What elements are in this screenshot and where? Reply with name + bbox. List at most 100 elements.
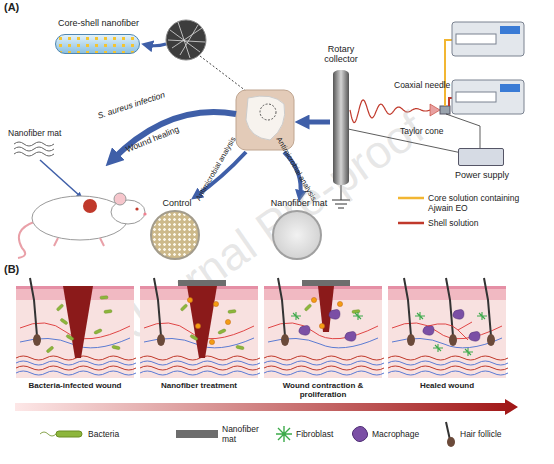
art-path	[433, 344, 443, 352]
art-svg	[16, 286, 134, 378]
art-path	[445, 40, 452, 106]
art-ellipse	[407, 334, 415, 346]
skin-illustration	[388, 286, 506, 378]
art-path	[18, 222, 34, 258]
art-rect	[452, 22, 524, 56]
art-rect	[304, 304, 312, 312]
art-rect	[218, 329, 227, 335]
art-circle	[187, 297, 192, 302]
art-polygon	[318, 286, 334, 332]
art-path	[291, 312, 301, 320]
art-path	[154, 278, 161, 336]
art-path	[40, 160, 80, 196]
art-rect	[190, 334, 198, 341]
legend-text: Core solution containing Ajwain EO	[428, 193, 540, 213]
diagram-node: Core-shell nanofiber	[55, 34, 140, 54]
art-path	[446, 114, 480, 148]
annotation-label: Nanofiber mat	[8, 128, 61, 138]
art-path	[352, 426, 367, 441]
skin-panel: Healed wound	[388, 286, 506, 378]
art-rect	[100, 296, 108, 299]
node-label: Rotary collector	[311, 44, 371, 64]
art-ellipse	[487, 334, 495, 346]
art-circle	[114, 193, 126, 205]
node-label: (A)	[4, 2, 19, 12]
legend-text: Shell solution	[428, 218, 479, 228]
skin-panel: Bacteria-infected wound	[16, 286, 134, 378]
art-path	[353, 312, 363, 320]
diagram-node: Control	[150, 210, 200, 260]
art-path	[388, 356, 508, 360]
art-circle	[225, 319, 230, 324]
node-label: Nanofiber treatment	[136, 381, 262, 390]
art-circle	[260, 104, 276, 120]
art-path	[264, 366, 384, 370]
art-path	[168, 22, 205, 58]
art-path	[16, 361, 136, 365]
art-rect	[500, 84, 520, 92]
art-circle	[337, 301, 342, 306]
art-circle	[311, 297, 316, 302]
art-path	[446, 278, 453, 336]
art-path	[453, 310, 464, 320]
art-path	[140, 371, 260, 375]
art-path	[388, 371, 508, 375]
art-path	[329, 310, 340, 320]
legend-text: Fibroblast	[296, 429, 333, 439]
annotation-label: Antimicrobial analysis	[194, 135, 239, 202]
art-ellipse	[447, 437, 455, 447]
skin-illustration	[264, 286, 382, 378]
wire-connector	[349, 129, 458, 152]
art-rect	[112, 345, 120, 350]
art-rect	[302, 280, 350, 286]
art-path	[264, 356, 384, 360]
art-path	[423, 326, 434, 336]
art-path	[140, 361, 260, 365]
legend-text: Macrophage	[372, 429, 419, 439]
legend-text: Bacteria	[88, 429, 119, 439]
diagram-node: Power supply	[458, 148, 504, 166]
art-path	[16, 366, 136, 370]
node-label: Nanofiber mat	[254, 198, 344, 208]
art-path	[484, 278, 491, 336]
art-circle	[135, 207, 138, 210]
art-path	[14, 142, 54, 156]
art-rect	[66, 334, 74, 341]
art-path	[264, 361, 384, 365]
art-path	[398, 197, 424, 200]
art-path	[112, 112, 236, 160]
node-label: Healed wound	[384, 381, 510, 390]
art-ellipse	[157, 334, 165, 346]
node-label: Wound contraction & proliferation	[260, 381, 386, 399]
art-path	[30, 278, 37, 336]
art-rect	[456, 92, 496, 102]
annotation-label: Taylor cone	[400, 126, 443, 136]
diagram-node: Nanofiber mat	[272, 210, 322, 260]
skin-panel: Wound contraction & proliferation	[264, 286, 382, 378]
art-path	[388, 366, 508, 370]
art-rect	[56, 304, 64, 312]
art-rect	[440, 106, 450, 114]
art-path	[16, 371, 136, 375]
art-path	[398, 222, 424, 225]
legend-text: Nanofiber mat	[222, 424, 266, 444]
art-circle	[166, 20, 206, 60]
art-path	[40, 432, 56, 436]
art-path	[200, 56, 250, 94]
art-rect	[56, 431, 82, 437]
art-polygon	[187, 286, 217, 358]
node-label: Bacteria-infected wound	[12, 381, 138, 390]
art-rect	[176, 430, 218, 438]
art-circle	[143, 212, 146, 215]
art-path	[345, 332, 356, 342]
art-circle	[195, 323, 200, 328]
art-circle	[213, 301, 218, 306]
art-rect	[500, 26, 520, 34]
diagram-node: Rotary collector	[333, 70, 349, 185]
art-rect	[104, 309, 112, 313]
art-rect	[352, 309, 360, 313]
art-path	[463, 348, 473, 356]
art-rect	[228, 309, 236, 313]
